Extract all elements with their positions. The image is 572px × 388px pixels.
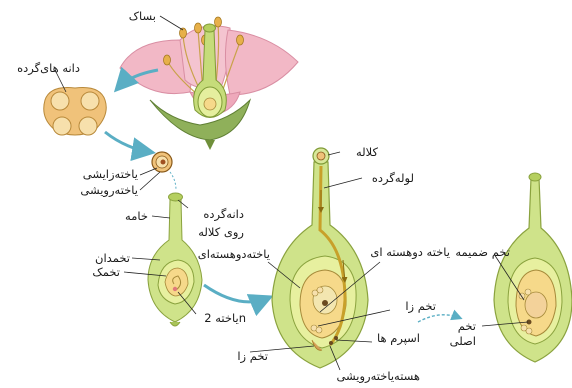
- anther-label: بساک: [129, 9, 156, 23]
- pollen-grains: [44, 88, 107, 136]
- pollen-grains-label: دانه های‌گرده: [17, 61, 80, 76]
- binucleate-cell-label-a: یاخته‌دوهسته‌ای: [198, 247, 270, 262]
- vegetative-nucleus-label: هسته‌یاخته‌رویشی: [336, 369, 420, 384]
- arrow-to-fertilization: [204, 285, 268, 302]
- endosperm-zygote-label: تخم ضمیمه: [455, 245, 510, 259]
- egg-cell-label-b: تخم زا: [237, 349, 268, 364]
- ovary-label: تخمدان: [95, 251, 130, 265]
- binucleate-cell-label-b: یاخته دوهسته ای: [370, 245, 450, 260]
- large-pistil: [272, 148, 368, 368]
- sperms-label: اسپرم ها: [377, 331, 420, 346]
- arrow-to-result: [418, 315, 460, 322]
- main-zygote-label-line2: اصلی: [450, 334, 476, 348]
- egg-cell-label-a: تخم زا: [405, 299, 436, 314]
- style-label: خامه: [125, 209, 148, 223]
- pollen-on-stigma-label-1: دانه‌گرده: [203, 207, 244, 222]
- pollen-on-stigma-label-2: روی کلاله: [198, 225, 244, 240]
- main-zygote-label-line1: تخم: [458, 319, 476, 333]
- generative-cell-label: یاخته‌زایشی: [83, 167, 138, 182]
- arrow-pollen-to-grain: [105, 132, 150, 152]
- anther-leader: [160, 16, 183, 30]
- stigma-label: کلاله: [356, 145, 379, 159]
- flower: [120, 17, 298, 150]
- ovule-label: تخمک: [92, 265, 120, 279]
- vegetative-cell-label: یاخته‌رویشی: [80, 183, 138, 198]
- pollen-tube-label: لوله‌گرده: [372, 171, 414, 186]
- cell-2n-label: یاخته 2n: [204, 311, 246, 325]
- result-pistil: [494, 173, 572, 362]
